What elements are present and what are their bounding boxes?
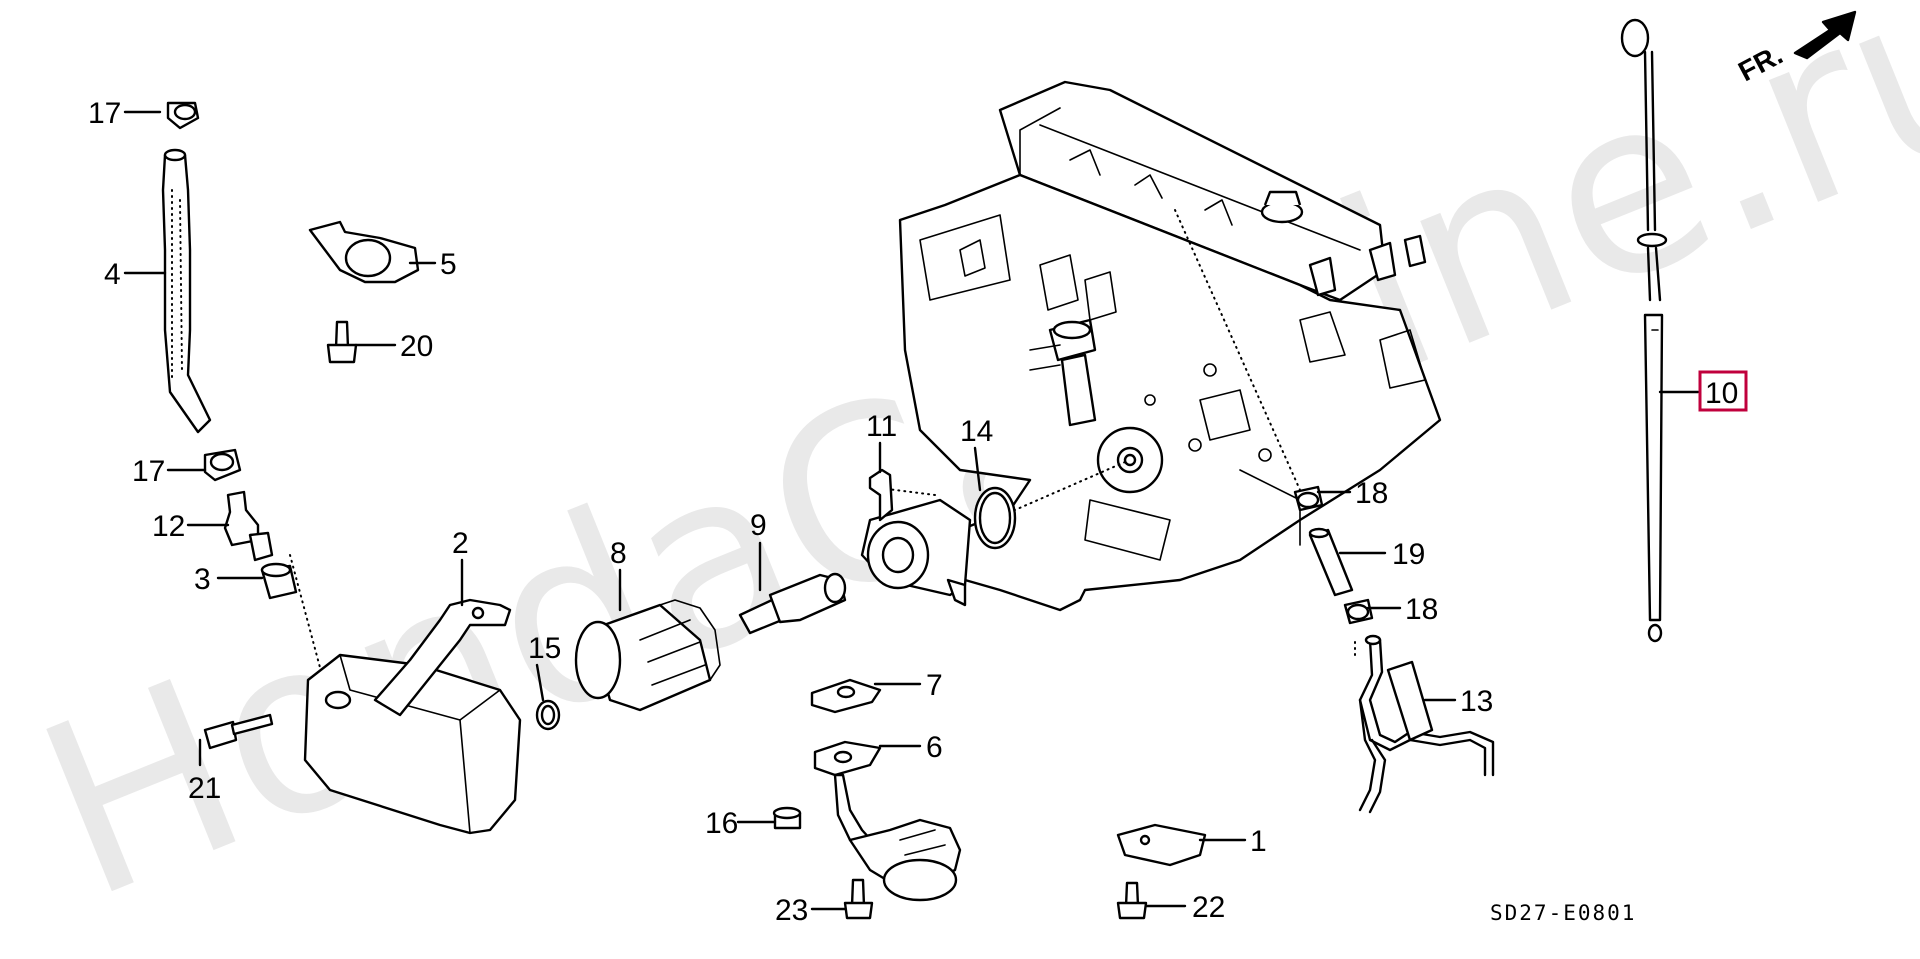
- callout-labels: 17 4 5 20 17 12 3 2 8 9 11 14 15 21 7 6 …: [88, 97, 1748, 927]
- highlighted-part-box: [1698, 370, 1748, 412]
- grommet: [260, 562, 298, 600]
- tube-19: [1308, 527, 1354, 597]
- hose-clamp-bracket: [308, 220, 420, 284]
- breather-hose: [161, 148, 212, 434]
- diagram-code: SD27-E0801: [1490, 901, 1636, 925]
- callout-23: 23: [775, 894, 808, 927]
- callout-2: 2: [452, 527, 469, 560]
- callout-17: 17: [132, 455, 165, 488]
- leader-lines: [123, 110, 1700, 911]
- bolt-23: [843, 878, 874, 920]
- callout-5: 5: [440, 248, 457, 281]
- oil-cooler: [860, 468, 972, 607]
- bolt-20: [326, 320, 358, 364]
- hose-clamp-18-lower: [1343, 598, 1374, 625]
- flange-nut: [772, 806, 802, 830]
- callout-21: 21: [188, 772, 221, 805]
- dipstick: [1620, 18, 1668, 643]
- callout-14: 14: [960, 415, 993, 448]
- assembly-guide-lines: [289, 209, 1356, 706]
- baffle-plate: [1116, 823, 1207, 867]
- callout-16: 16: [705, 807, 738, 840]
- o-ring: [973, 486, 1017, 550]
- callout-3: 3: [194, 563, 211, 596]
- callout-15: 15: [528, 632, 561, 665]
- oil-strainer: [813, 740, 962, 902]
- hose-clamp-lower: [203, 448, 242, 482]
- callout-8: 8: [610, 537, 627, 570]
- callout-20: 20: [400, 330, 433, 363]
- pcv-fitting: [223, 490, 274, 562]
- callout-1: 1: [1250, 825, 1267, 858]
- watermark-text: HondaCarMine.ru: [6, 0, 1920, 953]
- callout-10-highlighted[interactable]: 10: [1705, 377, 1738, 410]
- callout-13: 13: [1460, 685, 1493, 718]
- callout-19: 19: [1392, 538, 1425, 571]
- oil-cooler-center-bolt: [738, 572, 847, 635]
- bolt-21: [203, 713, 274, 750]
- sealing-washer: [535, 699, 561, 731]
- callout-22: 22: [1192, 891, 1225, 924]
- callout-18: 18: [1355, 477, 1388, 510]
- callout-17: 17: [88, 97, 121, 130]
- hose-clamp-top: [166, 101, 200, 130]
- oil-separator: [303, 598, 522, 835]
- strainer-gasket: [810, 678, 882, 714]
- callout-7: 7: [926, 669, 943, 702]
- callout-11: 11: [866, 410, 897, 443]
- oil-filter: [574, 599, 721, 712]
- callout-12: 12: [152, 510, 185, 543]
- bolt-22: [1116, 881, 1148, 920]
- callout-4: 4: [104, 258, 121, 291]
- callout-18: 18: [1405, 593, 1438, 626]
- callout-6: 6: [926, 731, 943, 764]
- hose-clamp-18-upper: [1293, 485, 1324, 512]
- callout-9: 9: [750, 509, 767, 542]
- hose-assembly-13: [1358, 634, 1495, 814]
